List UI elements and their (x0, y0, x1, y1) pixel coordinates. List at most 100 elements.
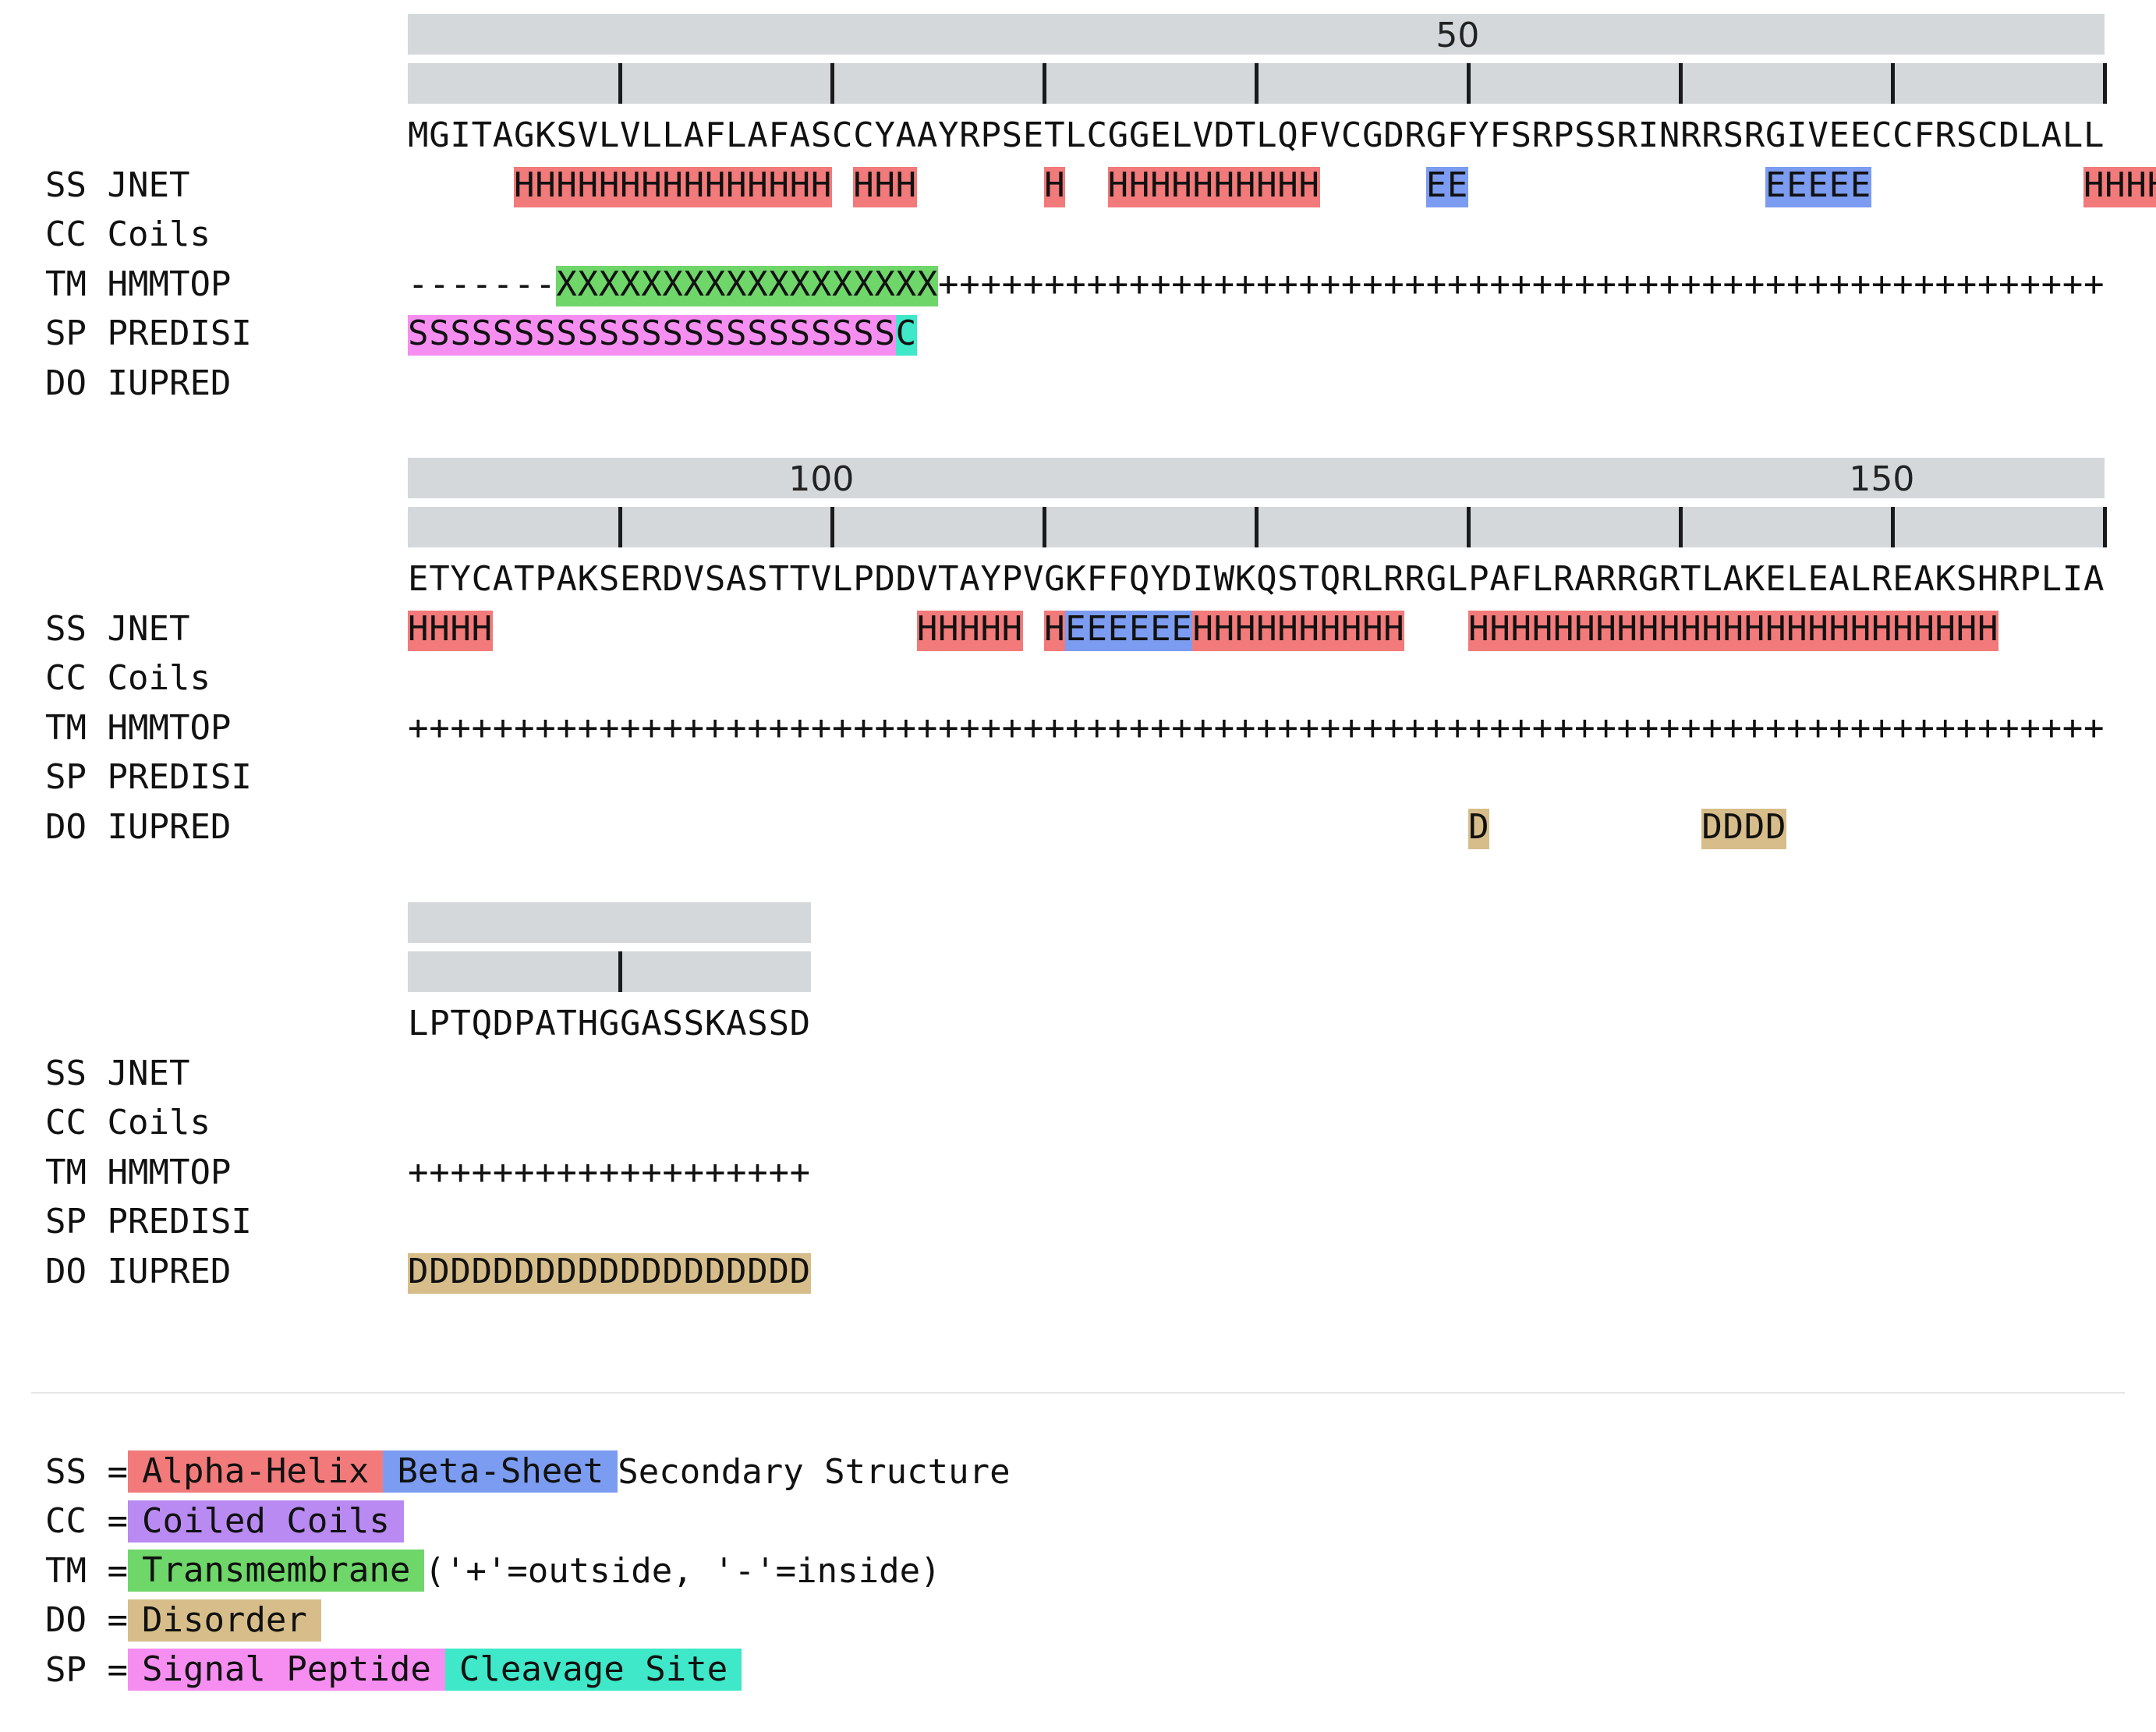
track-segment (1044, 610, 1066, 651)
legend-note: ('+'=outside, '-'=inside) (424, 1550, 941, 1591)
track-key: TM (45, 707, 87, 748)
track-label: TM HMMTOP (45, 264, 231, 304)
track-key: CC (45, 658, 87, 698)
track-label: SS JNET (45, 609, 189, 649)
track-ss-text: HHHHHHHHHHHHHHH HHH H HHHHHHHHHH EE EEEE… (408, 165, 2156, 205)
legend-swatch-label: Signal Peptide (127, 1649, 445, 1691)
tick-mark (1467, 63, 1471, 104)
track-segment (895, 315, 917, 356)
track-tm-text: +++++++++++++++++++ (408, 1152, 811, 1192)
track-do-text: DDDDDDDDDDDDDDDDDDD (408, 1251, 811, 1291)
legend-swatch-label: Coiled Coils (127, 1500, 404, 1543)
legend-swatch-label: Transmembrane (127, 1550, 425, 1592)
sequence-row: ETYCATPAKSERDVSASTTVLPDDVTAYPVGKFFQYDIWK… (408, 559, 2105, 599)
tick-mark (1679, 507, 1683, 547)
track-key: SP (45, 1202, 87, 1241)
track-label: SS JNET (45, 1054, 189, 1093)
track-label: CC Coils (45, 1103, 211, 1142)
track-segment (2083, 166, 2156, 207)
track-segment (1065, 610, 1193, 651)
track-segment (1192, 610, 1405, 651)
tick-mark (1679, 63, 1683, 104)
track-segment (1425, 166, 1468, 207)
tick-mark (1467, 507, 1471, 547)
legend-swatch-label: Beta-Sheet (383, 1450, 618, 1493)
legend-swatch-label: Alpha-Helix (127, 1450, 384, 1493)
legend-swatch-label: Disorder (127, 1599, 321, 1642)
legend-row: DO = Disorder (45, 1598, 321, 1643)
track-segment (1044, 166, 1066, 207)
legend-key: CC = (45, 1501, 128, 1541)
track-name: HMMTOP (107, 264, 232, 304)
legend-row: TM = Transmembrane ('+'=outside, '-'=ins… (45, 1548, 941, 1593)
track-segment (916, 610, 1023, 651)
position-label: 150 (1849, 459, 1915, 499)
track-segment (853, 166, 917, 207)
tick-mark (2103, 63, 2107, 104)
track-label: SS JNET (45, 165, 189, 205)
position-label: 50 (1436, 16, 1480, 55)
track-key: CC (45, 1103, 87, 1142)
tick-mark (1255, 63, 1259, 104)
tick-bar (408, 507, 2107, 547)
track-key: TM (45, 1152, 87, 1192)
track-segment (1468, 808, 1490, 849)
position-label: 100 (788, 459, 855, 499)
tick-mark (1043, 63, 1046, 104)
track-name: Coils (107, 658, 211, 698)
track-name: JNET (107, 165, 190, 205)
track-label: SP PREDISI (45, 1202, 252, 1241)
track-label: SP PREDISI (45, 313, 252, 353)
tick-mark (830, 63, 834, 104)
track-key: TM (45, 264, 87, 304)
legend-swatch-label: Cleavage Site (444, 1649, 742, 1691)
track-label: CC Coils (45, 658, 211, 698)
track-label: DO IUPRED (45, 807, 231, 847)
track-label: SP PREDISI (45, 757, 252, 797)
track-segment (1107, 166, 1320, 207)
track-name: PREDISI (107, 1202, 252, 1241)
tick-mark (2103, 507, 2107, 547)
track-name: JNET (107, 608, 190, 649)
tick-bar (408, 63, 2107, 104)
track-name: Coils (107, 214, 211, 254)
track-ss-text: HHHH HHHHH HEEEEEEHHHHHHHHHH HHHHHHHHHHH… (408, 608, 1999, 649)
tick-bar (408, 951, 811, 992)
track-key: DO (45, 363, 87, 403)
track-label: DO IUPRED (45, 1252, 231, 1291)
legend-key: TM = (45, 1550, 128, 1591)
tick-mark (830, 507, 834, 547)
track-segment (514, 166, 832, 207)
track-segment (408, 315, 896, 356)
track-segment (556, 265, 938, 306)
tick-mark (1255, 507, 1259, 547)
tick-mark (618, 951, 622, 992)
tick-mark (618, 63, 622, 104)
track-segment (1701, 808, 1786, 849)
track-label: CC Coils (45, 214, 211, 254)
tick-mark (1891, 507, 1895, 547)
legend-key: DO = (45, 1600, 128, 1640)
legend-key: SS = (45, 1451, 128, 1492)
track-key: SP (45, 757, 87, 797)
track-name: HMMTOP (107, 1152, 232, 1192)
track-do-text: D DDDD (408, 806, 1787, 847)
track-label: DO IUPRED (45, 363, 231, 403)
track-name: Coils (107, 1103, 211, 1142)
track-segment (1468, 610, 1998, 651)
track-key: SP (45, 313, 87, 353)
track-name: PREDISI (107, 313, 252, 353)
track-segment (1765, 166, 1871, 207)
position-ruler (408, 902, 811, 943)
track-key: SS (45, 1053, 87, 1093)
track-name: IUPRED (107, 1251, 232, 1291)
track-segment (408, 610, 493, 651)
track-tm-text: ++++++++++++++++++++++++++++++++++++++++… (408, 707, 2105, 748)
track-key: DO (45, 1251, 87, 1291)
tick-mark (1043, 507, 1046, 547)
legend-row: CC = Coiled Coils (45, 1499, 404, 1544)
track-name: IUPRED (107, 363, 232, 403)
